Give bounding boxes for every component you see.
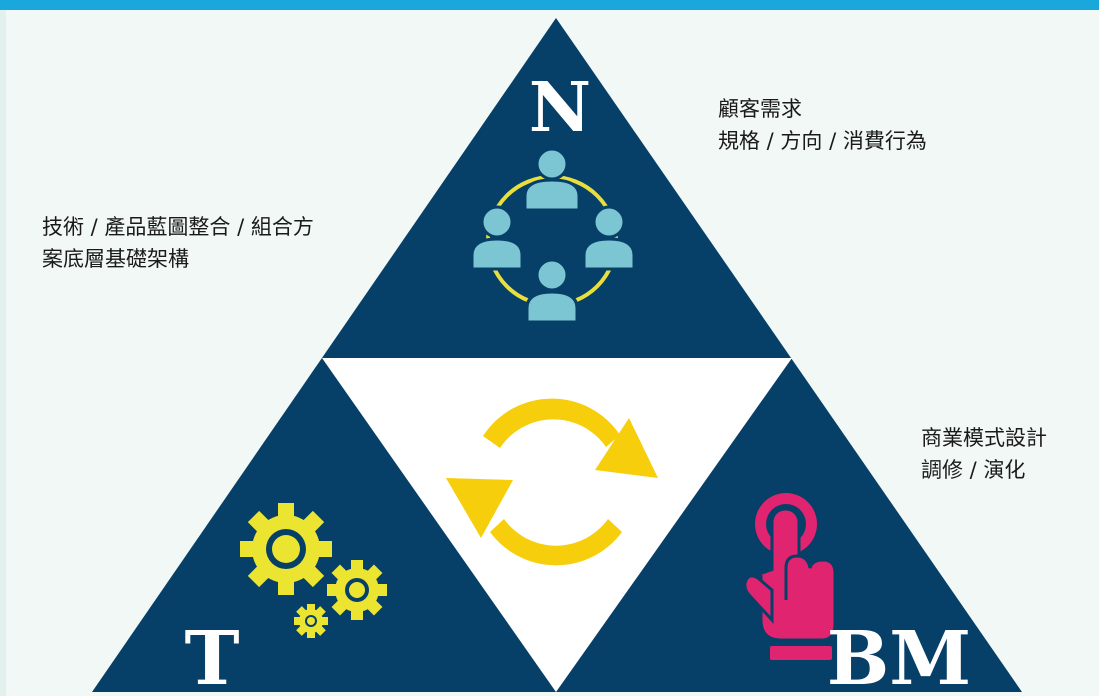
label-bm: BM [827,616,971,696]
left-edge-strip [0,10,6,696]
top-accent-bar [0,0,1099,10]
caption-business-model: 商業模式設計 調修 / 演化 [921,426,1047,482]
people-circle-icon [470,147,636,324]
label-n: N [529,68,591,148]
cycle-arrows-icon [446,398,658,566]
caption-technology: 技術 / 產品藍圖整合 / 組合方 案底層基礎架構 [42,215,314,271]
label-t: T [184,616,239,696]
pointing-hand-icon [743,493,837,660]
center-triangle [322,358,792,692]
caption-customer-needs: 顧客需求 規格 / 方向 / 消費行為 [718,97,927,153]
label-s: S [534,449,577,519]
